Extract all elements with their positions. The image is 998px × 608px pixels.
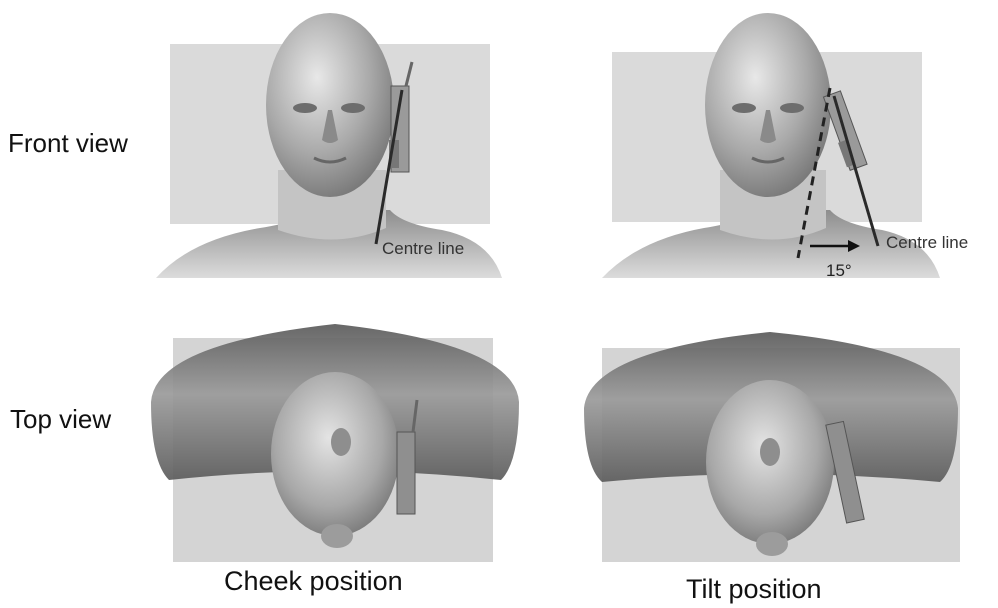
head bbox=[705, 13, 831, 197]
nose-top bbox=[756, 532, 788, 556]
centre-line-label: Centre line bbox=[382, 239, 464, 258]
top-view-label: Top view bbox=[10, 404, 111, 435]
centre-line-label: Centre line bbox=[886, 233, 968, 252]
front-view-cheek-panel: Centre line bbox=[150, 0, 510, 300]
tilt-angle-label: 15° bbox=[826, 261, 852, 280]
top-view-tilt-panel bbox=[580, 322, 970, 562]
nose-top bbox=[321, 524, 353, 548]
ear-top bbox=[331, 428, 351, 456]
phone-top bbox=[397, 432, 415, 514]
head bbox=[266, 13, 394, 197]
right-eye bbox=[780, 103, 804, 113]
front-view-tilt-panel: Centre line 15° bbox=[598, 0, 998, 300]
front-view-label: Front view bbox=[8, 128, 128, 159]
left-eye bbox=[293, 103, 317, 113]
head-top bbox=[271, 372, 399, 536]
ear-top bbox=[760, 438, 780, 466]
left-eye bbox=[732, 103, 756, 113]
right-eye bbox=[341, 103, 365, 113]
top-view-cheek-panel bbox=[145, 322, 525, 562]
tilt-position-caption: Tilt position bbox=[686, 574, 822, 605]
cheek-position-caption: Cheek position bbox=[224, 566, 403, 597]
